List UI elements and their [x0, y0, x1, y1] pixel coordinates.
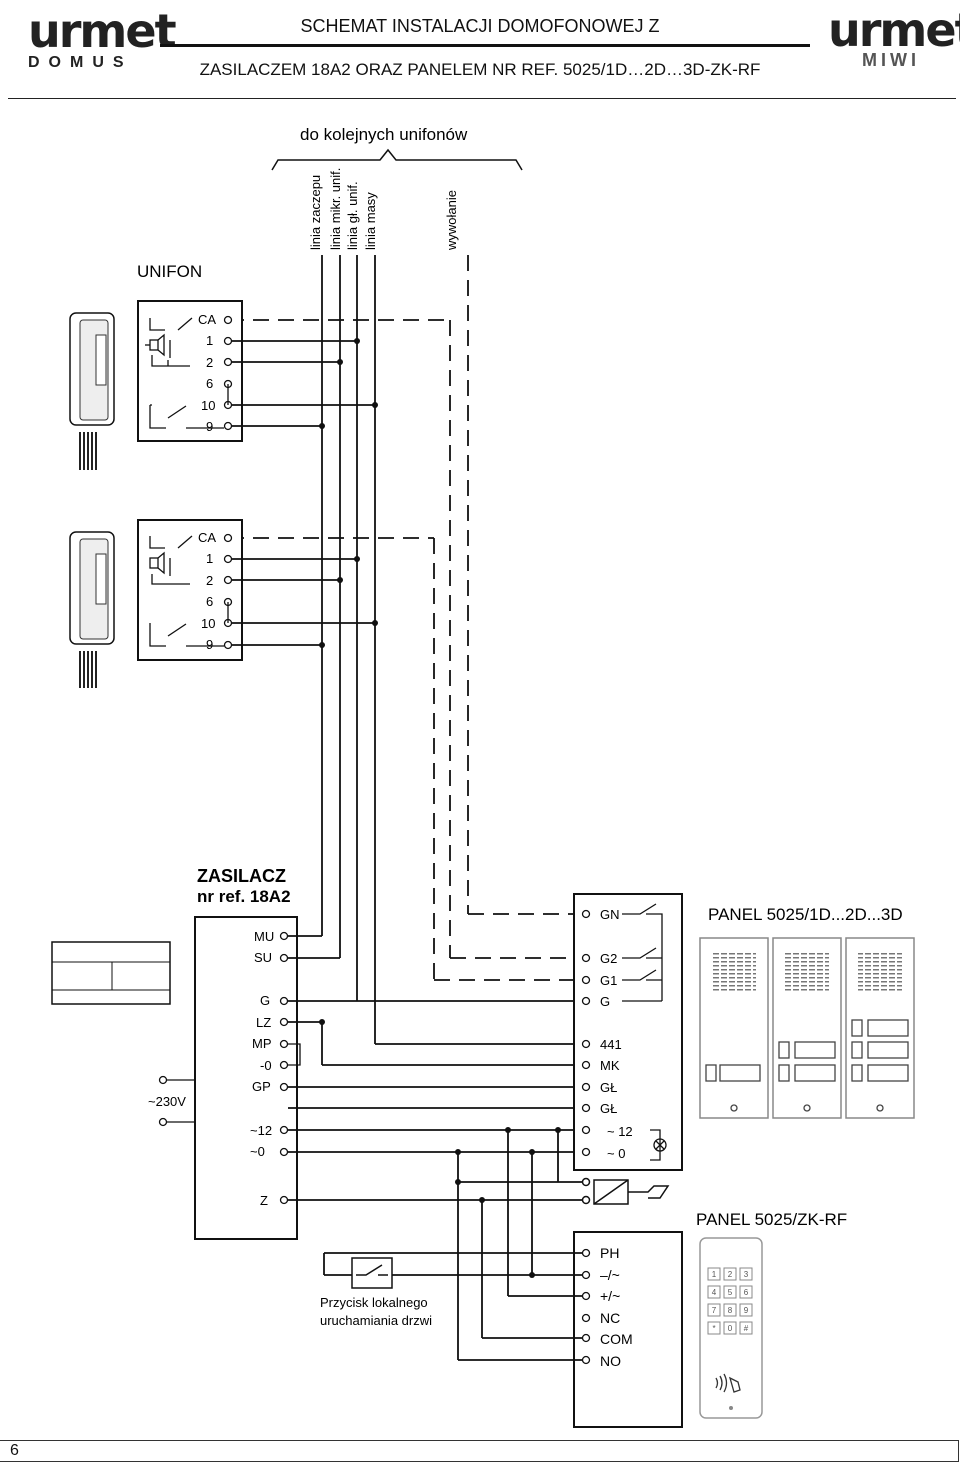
svg-text:GŁ: GŁ: [600, 1080, 617, 1095]
psu-terminal-labels: MU SU G LZ MP -0 GP ~12 ~0 Z: [250, 929, 274, 1208]
header-divider: [160, 44, 810, 47]
svg-text:1: 1: [712, 1270, 717, 1279]
svg-text:~ 12: ~ 12: [607, 1124, 633, 1139]
zk-terminal-labels: PH –/~ +/~ NC COM NO: [600, 1245, 633, 1369]
svg-text:LZ: LZ: [256, 1015, 271, 1030]
svg-text:9: 9: [206, 419, 213, 434]
svg-text:4: 4: [712, 1288, 717, 1297]
svg-text:3: 3: [744, 1270, 749, 1279]
call-lines: [228, 255, 574, 981]
svg-text:G1: G1: [600, 973, 617, 988]
svg-text:COM: COM: [600, 1331, 633, 1347]
title-line-2: ZASILACZEM 18A2 ORAZ PANELEM NR REF. 502…: [199, 60, 761, 79]
svg-text:0: 0: [728, 1324, 733, 1333]
svg-text:Z: Z: [260, 1193, 268, 1208]
svg-text:5: 5: [728, 1288, 733, 1297]
svg-text:441: 441: [600, 1037, 622, 1052]
svg-text:PH: PH: [600, 1245, 619, 1261]
svg-text:MU: MU: [254, 929, 274, 944]
button-label-2: uruchamiania drzwi: [320, 1313, 432, 1328]
svg-text:9: 9: [206, 637, 213, 652]
line-label-gl: linia gł. unif.: [345, 181, 360, 250]
zk-panel-graphic: 1 2 3 4 5 6 7 8 9 * 0 #: [699, 1237, 763, 1419]
panel-label: PANEL 5025/1D...2D...3D: [708, 905, 903, 924]
line-labels: linia zaczepu linia mikr. unif. linia gł…: [308, 168, 459, 251]
svg-text:MK: MK: [600, 1058, 620, 1073]
line-label-wywolanie: wywołanie: [444, 190, 459, 251]
line-label-zaczepu: linia zaczepu: [308, 175, 323, 250]
svg-text:G2: G2: [600, 951, 617, 966]
psu-box: [194, 916, 298, 1240]
zk-label: PANEL 5025/ZK-RF: [696, 1210, 847, 1229]
unifon-wires: [232, 340, 375, 646]
bus-conductors: [321, 255, 376, 1044]
svg-text:GŁ: GŁ: [600, 1101, 617, 1116]
page-number: 6: [10, 1442, 19, 1459]
svg-text:~ 0: ~ 0: [607, 1146, 625, 1161]
svg-text:9: 9: [744, 1306, 749, 1315]
psu-title-1: ZASILACZ: [197, 866, 286, 886]
svg-text:1: 1: [206, 551, 213, 566]
svg-text:GN: GN: [600, 907, 620, 922]
svg-text:MP: MP: [252, 1036, 272, 1051]
psu-title-2: nr ref. 18A2: [197, 887, 291, 906]
svg-text:G: G: [260, 993, 270, 1008]
unifon-label: UNIFON: [137, 262, 202, 281]
svg-text:2: 2: [206, 573, 213, 588]
rfid-icon: [715, 1373, 741, 1393]
svg-text:SU: SU: [254, 950, 272, 965]
svg-text:10: 10: [201, 398, 215, 413]
svg-text:6: 6: [206, 594, 213, 609]
title-line-1: SCHEMAT INSTALACJI DOMOFONOWEJ Z: [300, 16, 660, 36]
svg-text:–/~: –/~: [600, 1267, 620, 1283]
svg-text:-0: -0: [260, 1058, 272, 1073]
svg-text:10: 10: [201, 616, 215, 631]
svg-text:GP: GP: [252, 1079, 271, 1094]
svg-text:1: 1: [206, 333, 213, 348]
local-door-button: [351, 1257, 393, 1289]
svg-text:2: 2: [728, 1270, 733, 1279]
psu-wires: [288, 935, 574, 1201]
header-rule: [8, 98, 956, 99]
svg-text:CA: CA: [198, 530, 216, 545]
line-label-masy: linia masy: [363, 192, 378, 250]
urmet-miwi-logo: urmet MIWI: [828, 3, 960, 70]
svg-text:+/~: +/~: [600, 1288, 620, 1304]
electric-lock: [581, 1177, 670, 1205]
unifon-2: CA 1 2 6 10 9: [69, 519, 243, 688]
svg-text:NO: NO: [600, 1353, 621, 1369]
svg-text:#: #: [744, 1324, 749, 1333]
svg-text:~0: ~0: [250, 1144, 265, 1159]
svg-text:*: *: [712, 1324, 715, 1333]
panel-terminal-labels: GN G2 G1 G 441 MK GŁ GŁ ~ 12 ~ 0: [600, 907, 633, 1161]
mains-label: ~230V: [148, 1094, 186, 1109]
bus-label: do kolejnych unifonów: [300, 125, 468, 144]
panel-terminal-box: [573, 893, 683, 1171]
svg-text:G: G: [600, 994, 610, 1009]
svg-text:8: 8: [728, 1306, 733, 1315]
svg-text:~12: ~12: [250, 1123, 272, 1138]
bus-bracket: [271, 148, 523, 171]
svg-text:7: 7: [712, 1306, 717, 1315]
unifon-1: CA 1 2 6 10 9: [69, 300, 243, 470]
svg-text:CA: CA: [198, 312, 216, 327]
zk-terminal-box: [573, 1231, 683, 1428]
button-label-1: Przycisk lokalnego: [320, 1295, 428, 1310]
svg-text:6: 6: [744, 1288, 749, 1297]
line-label-mikr: linia mikr. unif.: [328, 168, 343, 250]
svg-text:NC: NC: [600, 1310, 620, 1326]
psu-module: [51, 941, 171, 1005]
svg-text:2: 2: [206, 355, 213, 370]
footer-frame: [0, 1440, 959, 1462]
svg-text:6: 6: [206, 376, 213, 391]
